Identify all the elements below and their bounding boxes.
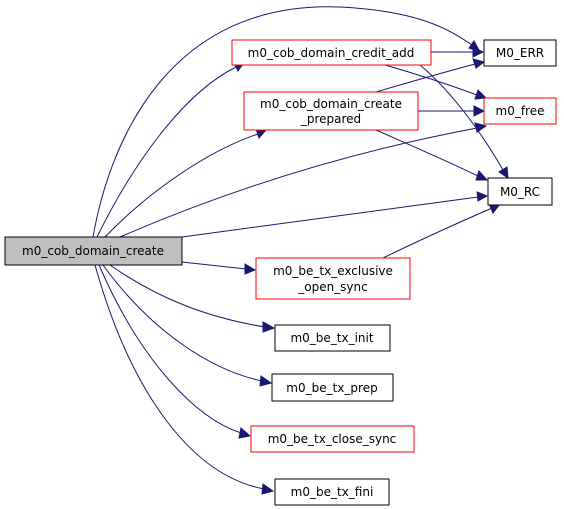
edge-root-m0-rc <box>181 196 479 238</box>
edge-credit-add-m0-free <box>384 64 478 96</box>
node-m0-err[interactable]: M0_ERR <box>483 39 557 67</box>
edge-root-tx-init-arrow <box>262 321 276 333</box>
node-label: m0_cob_domain_create <box>22 244 164 258</box>
node-m0-free[interactable]: m0_free <box>483 97 557 125</box>
node-box <box>483 97 557 125</box>
node-label: M0_RC <box>500 185 540 199</box>
edge-root-credit-add <box>96 66 237 238</box>
node-box <box>4 236 183 266</box>
edge-root-tx-close-sync-arrow <box>238 427 252 439</box>
node-label: m0_be_tx_close_sync <box>268 432 397 446</box>
node-box <box>274 324 391 352</box>
edge-create-prepared-m0-rc-arrow <box>475 170 489 181</box>
node-m0-be-tx-exclusive-open-sync[interactable]: m0_be_tx_exclusive _open_sync <box>255 257 411 300</box>
node-m0-be-tx-init[interactable]: m0_be_tx_init <box>274 324 391 352</box>
node-label: m0_cob_domain_credit_add <box>248 46 415 60</box>
node-label: M0_ERR <box>496 46 544 60</box>
node-m0-cob-domain-credit-add[interactable]: m0_cob_domain_credit_add <box>231 39 432 66</box>
node-box <box>487 177 553 206</box>
node-box <box>274 478 390 506</box>
node-m0-be-tx-fini[interactable]: m0_be_tx_fini <box>274 478 390 506</box>
node-m0-be-tx-close-sync[interactable]: m0_be_tx_close_sync <box>250 425 415 453</box>
edge-tx-exclusive-m0-rc <box>382 207 493 259</box>
node-box <box>271 373 394 402</box>
node-label-line-1: m0_be_tx_exclusive <box>273 264 393 278</box>
node-box <box>250 425 415 453</box>
edge-create-prepared-m0-err-arrow <box>472 58 486 69</box>
node-m0-cob-domain-create[interactable]: m0_cob_domain_create <box>4 236 183 266</box>
node-label-line-1: m0_cob_domain_create <box>260 97 402 111</box>
node-m0-rc[interactable]: M0_RC <box>487 177 553 206</box>
node-box <box>255 257 411 300</box>
edge-root-tx-close-sync <box>98 264 242 434</box>
edge-create-prepared-m0-rc <box>375 129 479 177</box>
edge-credit-add-m0-rc <box>419 64 504 171</box>
edge-root-m0-rc-arrow <box>476 191 489 202</box>
edge-root-m0-free <box>119 127 478 238</box>
edges-layer <box>92 6 509 495</box>
node-box <box>243 91 419 131</box>
node-label: m0_be_tx_prep <box>286 381 377 395</box>
edge-root-tx-init <box>109 264 266 328</box>
node-label: m0_be_tx_init <box>290 331 373 345</box>
edge-root-m0-err <box>92 6 473 238</box>
edge-root-tx-prep-arrow <box>259 375 273 387</box>
node-label-line-2: _open_sync <box>297 280 368 294</box>
edge-create-prepared-m0-free-arrow <box>473 105 486 117</box>
edge-root-tx-exclusive <box>181 261 247 270</box>
node-label: m0_free <box>496 104 545 118</box>
edge-credit-add-m0-free-arrow <box>474 89 488 100</box>
edge-root-tx-fini-arrow <box>261 483 275 495</box>
node-m0-cob-domain-create-prepared[interactable]: m0_cob_domain_create _prepared <box>243 91 419 131</box>
node-m0-be-tx-prep[interactable]: m0_be_tx_prep <box>271 373 394 402</box>
edge-root-tx-prep <box>102 264 263 382</box>
node-label-line-2: _prepared <box>300 112 361 126</box>
edge-root-tx-exclusive-arrow <box>244 263 257 275</box>
edge-credit-add-m0-err-arrow <box>472 46 485 58</box>
edge-credit-add-m0-rc-arrow <box>498 166 509 179</box>
node-label: m0_be_tx_fini <box>291 485 374 499</box>
node-box <box>483 39 557 67</box>
edge-root-tx-fini <box>94 264 265 490</box>
edge-create-prepared-m0-err <box>375 63 476 93</box>
edge-root-create-prepared <box>104 133 259 238</box>
node-box <box>231 39 432 66</box>
